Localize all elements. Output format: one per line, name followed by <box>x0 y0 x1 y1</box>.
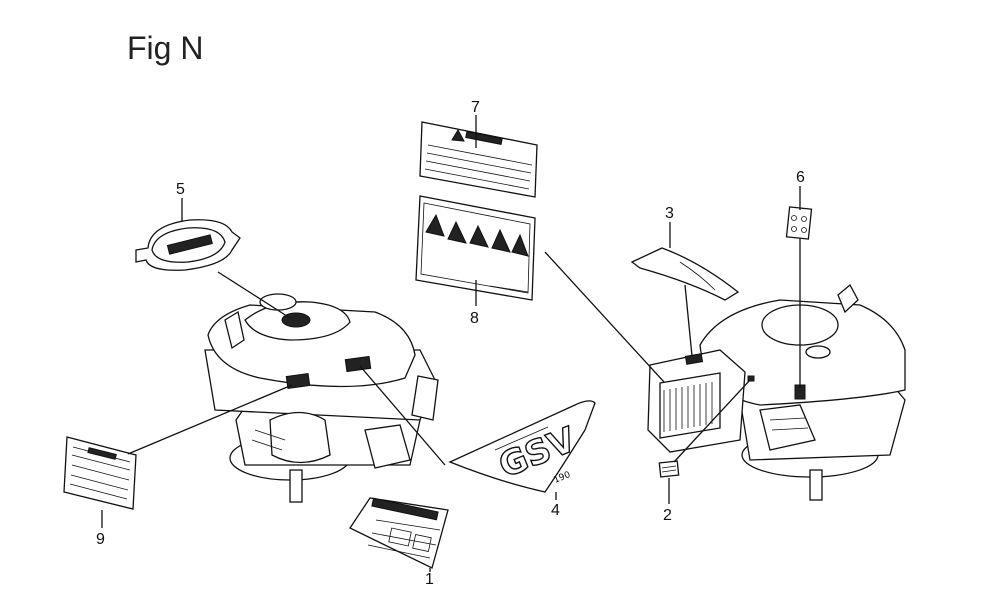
callout-4: 4 <box>551 502 560 519</box>
callout-7: 7 <box>471 99 480 116</box>
callout-8: 8 <box>470 310 479 327</box>
decal-1-model-plate <box>349 497 449 569</box>
engine-right <box>647 283 906 501</box>
callout-2: 2 <box>663 507 672 524</box>
engine-left <box>204 293 439 503</box>
decal-2-tiny-label <box>658 460 680 478</box>
decal-3-curved <box>630 247 740 301</box>
decal-9-caution <box>63 436 137 510</box>
figure-title: Fig N <box>127 30 204 66</box>
decal-5-emblem <box>135 219 241 271</box>
callout-3: 3 <box>665 205 674 222</box>
callout-9: 9 <box>96 531 105 548</box>
callout-6: 6 <box>796 169 805 186</box>
decal-6-small-plate <box>785 206 813 240</box>
leader-lines <box>101 115 801 572</box>
muffler-grille <box>663 382 713 432</box>
callout-5: 5 <box>176 181 185 198</box>
decal-7-warning <box>419 121 538 198</box>
decal-8-pictograms <box>415 195 536 301</box>
callout-1: 1 <box>425 571 434 588</box>
decal-4-gsv: GSV 190 <box>448 400 596 493</box>
